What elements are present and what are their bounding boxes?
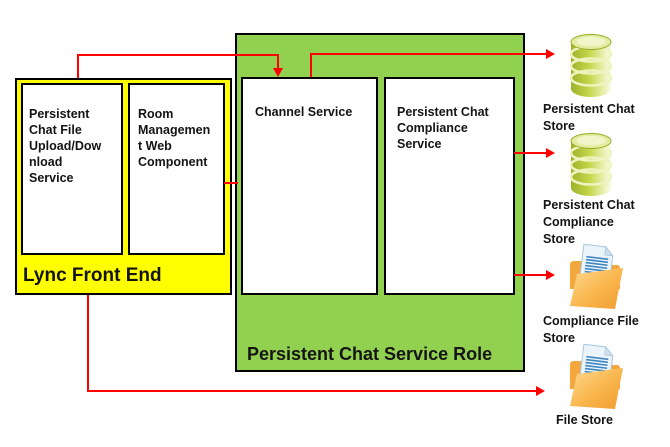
connector-frontend-to-channel-h1: [77, 54, 279, 56]
connector-compliance-to-compliance-file-store-arrowhead: [546, 270, 555, 280]
connector-compliance-to-compliance-file-store-h1: [514, 274, 547, 276]
channel-service-box: Channel Service: [241, 77, 378, 295]
database-icon: [569, 34, 613, 97]
connector-channel-to-chat-store-h1: [310, 53, 547, 55]
connector-channel-to-chat-store-arrowhead: [546, 49, 555, 59]
persistent-chat-role-title: Persistent Chat Service Role: [247, 344, 493, 364]
connector-frontend-to-channel-v2: [277, 54, 279, 68]
database-icon: [569, 133, 613, 196]
folder-icon: [570, 343, 623, 409]
persistent-chat-compliance-store-label: Persistent Chat Compliance Store: [543, 198, 635, 246]
room-management-label: Room Managemen t Web Component: [138, 107, 211, 169]
compliance-service-label: Persistent Chat Compliance Service: [397, 105, 489, 151]
channel-service-label: Channel Service: [255, 105, 353, 119]
connector-frontend-to-file-store-arrowhead: [536, 386, 545, 396]
connector-compliance-to-compliance-store-arrowhead: [546, 148, 555, 158]
folder-icon: [570, 243, 623, 309]
connector-frontend-to-channel-arrowhead: [273, 68, 283, 77]
connector-channel-to-chat-store-v1: [310, 54, 312, 77]
persistent-chat-store-label: Persistent Chat Store: [543, 102, 635, 133]
connector-frontend-to-channel-v1: [77, 55, 79, 78]
lync-front-end-title: Lync Front End: [23, 265, 162, 286]
connector-frontend-to-file-store-v1: [87, 295, 89, 392]
compliance-service-box: Persistent Chat Compliance Service: [384, 77, 515, 295]
file-upload-service-label: Persistent Chat File Upload/Dow nload Se…: [29, 107, 102, 185]
compliance-file-store-label: Compliance File Store: [543, 314, 639, 345]
connector-frontend-to-file-store-h1: [87, 390, 537, 392]
connector-roommgmt-to-role: [224, 182, 238, 184]
room-management-box: Room Managemen t Web Component: [128, 83, 225, 255]
file-upload-service-box: Persistent Chat File Upload/Dow nload Se…: [21, 83, 123, 255]
file-store-label: File Store: [556, 413, 613, 427]
connector-compliance-to-compliance-store-h1: [514, 152, 547, 154]
